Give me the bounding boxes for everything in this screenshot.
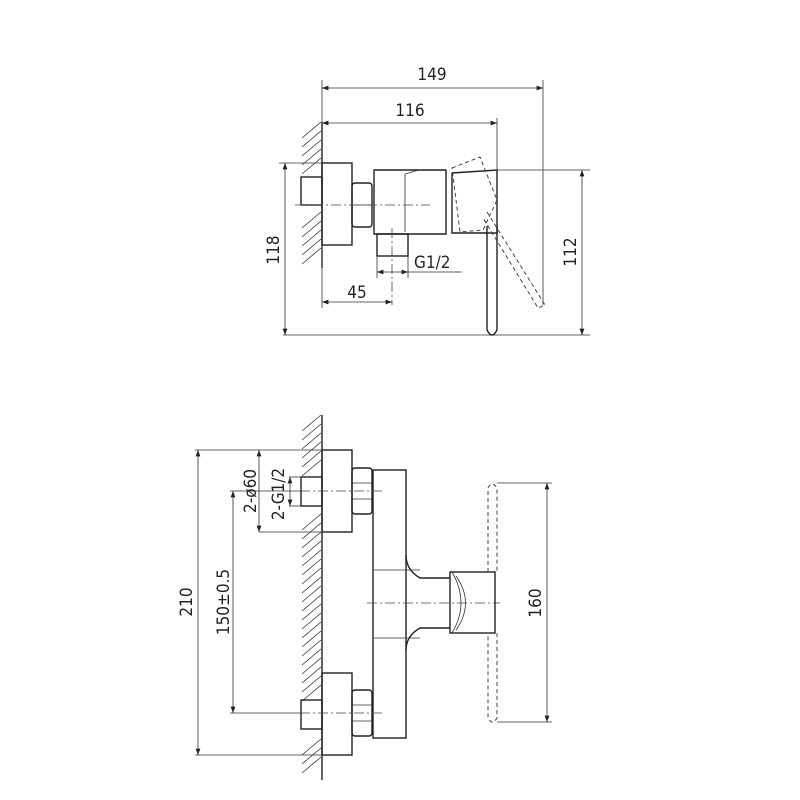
hatch-line [301, 220, 322, 238]
hatch-line [301, 558, 322, 576]
hatch-line [301, 148, 322, 166]
hatch-line [301, 157, 322, 175]
mixer-body [373, 169, 447, 235]
hatch-line [301, 121, 322, 139]
wall-hatch-bottom [301, 414, 322, 774]
hatch-line [301, 594, 322, 612]
hatch-line [301, 513, 322, 531]
wall-flange [321, 162, 353, 246]
hatch-line [301, 657, 322, 675]
cartridge-cover [449, 571, 496, 634]
hatch-line [301, 423, 322, 441]
hatch-line [301, 540, 322, 558]
hatch-line [301, 612, 322, 630]
hatch-line [301, 139, 322, 157]
hatch-line [301, 229, 322, 247]
hatch-line [301, 238, 322, 256]
dim-label-150: 150±0.5 [214, 569, 234, 635]
hatch-line [301, 675, 322, 693]
hatch-line [301, 211, 322, 229]
front-view: 210 150±0.5 2-ø60 2-G1/2 160 [177, 414, 552, 780]
mixer-body [372, 469, 407, 739]
dim-label-inlet-thread: 2-G1/2 [269, 468, 289, 520]
dim-label-160: 160 [526, 588, 546, 617]
body-stem [405, 554, 450, 651]
hatch-line [301, 247, 322, 265]
side-view: 149 116 118 112 G1/2 45 [264, 65, 590, 336]
hatch-line [301, 666, 322, 684]
hatch-line [301, 130, 322, 148]
wall-hatch-top [301, 121, 322, 265]
hatch-line [301, 684, 322, 702]
dim-label-118: 118 [264, 235, 284, 264]
hatch-line [301, 567, 322, 585]
hatch-line [301, 414, 322, 432]
hatch-line [301, 648, 322, 666]
hatch-line [301, 603, 322, 621]
inlet-pipe-bottom [300, 699, 323, 730]
hatch-line [301, 450, 322, 468]
hatch-line [301, 585, 322, 603]
hatch-line [301, 621, 322, 639]
handle-rotated-outline [451, 156, 546, 309]
hatch-line [301, 639, 322, 657]
hatch-line [301, 432, 322, 450]
inlet-pipe-top [300, 476, 323, 507]
thread-label-g1-2: G1/2 [414, 253, 450, 273]
dim-label-210: 210 [177, 587, 197, 616]
hatch-line [301, 630, 322, 648]
outlet-connector [376, 233, 409, 257]
dim-label-149: 149 [417, 65, 446, 85]
dim-label-flange-diameter: 2-ø60 [241, 469, 261, 513]
hatch-line [301, 738, 322, 756]
handle-lever [486, 226, 498, 336]
hatch-line [301, 531, 322, 549]
inlet-pipe [300, 176, 323, 206]
handle-lever [487, 483, 498, 723]
dim-label-112: 112 [561, 237, 581, 266]
hatch-line [301, 756, 322, 774]
handle-base [451, 169, 498, 234]
hatch-line [301, 576, 322, 594]
hatch-line [301, 747, 322, 765]
hatch-line [301, 459, 322, 477]
dim-label-45: 45 [347, 283, 366, 303]
dim-label-116: 116 [395, 101, 424, 121]
hatch-line [301, 522, 322, 540]
hatch-line [301, 549, 322, 567]
wall-flange-bottom [321, 672, 353, 756]
